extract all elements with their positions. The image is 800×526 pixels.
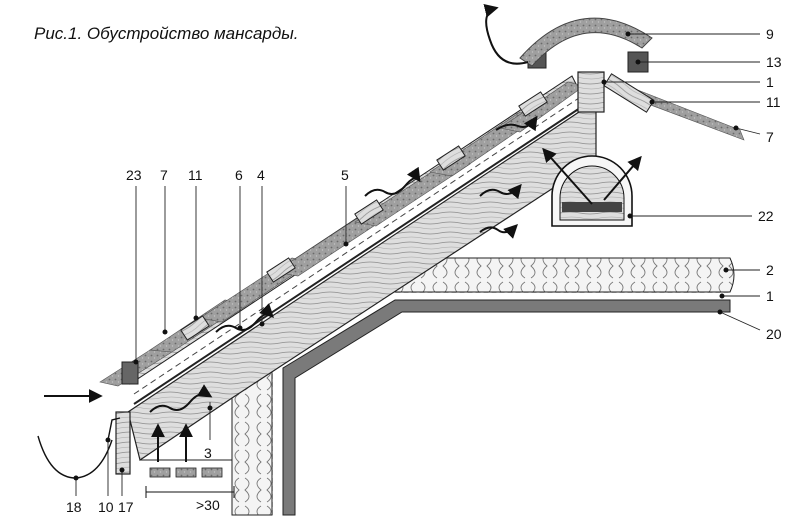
soffit-vent-2 [175, 467, 197, 478]
gutter-18 [37, 435, 113, 479]
ridge-vent-element-22 [551, 155, 633, 227]
dimension-line [145, 486, 235, 498]
figure-title: Рис.1. Обустройство мансарды. [34, 24, 299, 43]
eave-batten-23 [121, 361, 139, 385]
callout-7-right: 7 [766, 129, 774, 145]
callout-1-mid: 1 [766, 288, 774, 304]
membrane-4 [133, 103, 587, 405]
interior-finish-20 [282, 299, 731, 516]
callout-11-left: 11 [188, 167, 203, 183]
callout-2: 2 [766, 262, 774, 278]
callout-11-right: 11 [766, 94, 781, 110]
battens-11 [180, 73, 655, 341]
callout-22: 22 [758, 208, 774, 224]
callout-6: 6 [235, 167, 243, 183]
callout-9: 9 [766, 26, 774, 42]
callout-3: 3 [204, 445, 212, 461]
callout-dots [73, 31, 739, 481]
callout-23: 23 [126, 167, 142, 183]
callout-5: 5 [341, 167, 349, 183]
soffit-vent-3 [201, 467, 223, 478]
soffit-vent-1 [149, 467, 171, 478]
leader-lines [75, 33, 761, 496]
callout-17: 17 [118, 499, 134, 515]
callout-20: 20 [766, 326, 782, 342]
callout-10: 10 [98, 499, 114, 515]
gutter-hook-10 [107, 417, 121, 441]
ceiling-insulation-2 [377, 257, 735, 293]
fascia-board-17 [115, 411, 131, 475]
air-gap-5 [133, 95, 583, 395]
ridge-beam [577, 71, 605, 113]
callout-7-left: 7 [160, 167, 168, 183]
dimension-label: >30 [196, 497, 220, 513]
callout-18: 18 [66, 499, 82, 515]
callout-13: 13 [766, 54, 782, 70]
airflow-arrows [44, 3, 642, 462]
ridge-tile-9 [519, 17, 653, 67]
callout-1-top: 1 [766, 74, 774, 90]
callout-4: 4 [257, 167, 265, 183]
